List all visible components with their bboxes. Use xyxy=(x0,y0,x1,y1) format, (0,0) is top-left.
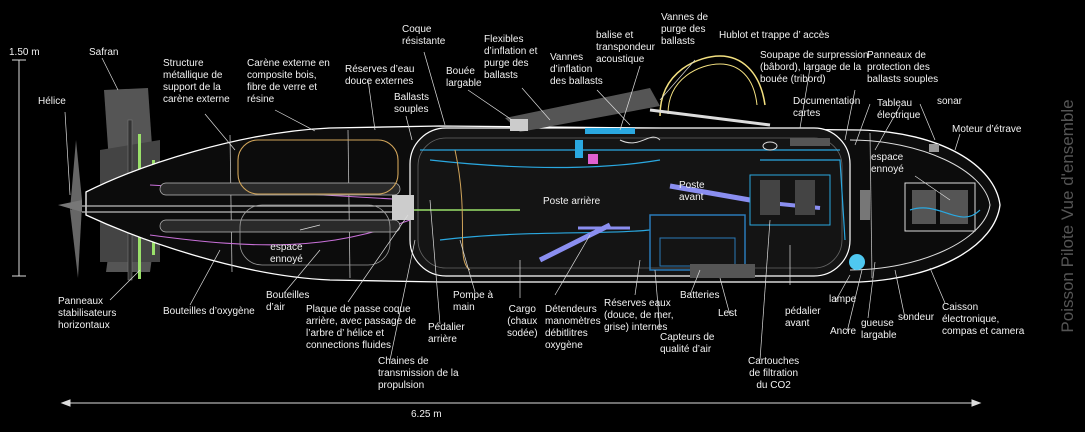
label-sonar: sonar xyxy=(937,96,963,107)
length-dimension xyxy=(60,399,982,407)
label-plaque: Plaque de passe coque arrière, avec pass… xyxy=(306,304,417,351)
label-espace-ennoye-arriere: espace ennoyé xyxy=(270,242,303,265)
label-bouteilles-oxygene: Bouteilles d’oxygène xyxy=(163,306,255,317)
label-sondeur: sondeur xyxy=(898,312,935,323)
label-carene: Carène externe en composite bois, fibre … xyxy=(247,58,330,105)
label-hublot: Hublot et trappe d’ accès xyxy=(719,30,830,41)
label-capteurs: Capteurs de qualité d’air xyxy=(660,332,715,355)
propeller xyxy=(58,140,82,278)
label-chaines: Chaines de transmission de la propulsion xyxy=(378,356,459,391)
label-cargo: Cargo (chaux sodée) xyxy=(507,304,538,339)
label-pompe: Pompe à main xyxy=(453,290,494,313)
oxygen-bottles xyxy=(159,182,401,233)
flooded-space-aft xyxy=(239,204,391,266)
label-batteries: Batteries xyxy=(680,290,720,301)
external-water-reserve xyxy=(237,139,399,195)
label-detendeurs: Détendeurs manomètres débitlitres oxygèn… xyxy=(545,304,601,351)
label-safran: Safran xyxy=(89,47,119,58)
label-soupape: Soupape de surpression (bâbord), largage… xyxy=(760,50,869,85)
hull-frames xyxy=(229,129,873,279)
label-poste-avant: Poste avant xyxy=(679,180,705,203)
leader-lines xyxy=(64,51,961,361)
label-tableau: Tableau électrique xyxy=(877,98,921,121)
label-pedalier-avant: pédalier avant xyxy=(785,306,821,329)
nose-section xyxy=(849,139,991,271)
label-coque: Coque résistante xyxy=(402,24,446,47)
label-balise: balise et transpondeur acoustique xyxy=(596,30,655,65)
label-moteur-etrave: Moteur d’étrave xyxy=(952,124,1022,135)
label-bouteilles-air: Bouteilles d’air xyxy=(266,290,310,313)
label-pedalier-arriere: Pédalier arrière xyxy=(428,322,465,345)
label-helice: Hélice xyxy=(38,96,66,107)
label-caisson: Caisson électronique, compas et camera xyxy=(942,302,1025,337)
label-structure: Structure métallique de support de la ca… xyxy=(163,58,230,105)
label-reserves-eaux: Réserves eaux (douce, de mer, grise) int… xyxy=(604,298,674,333)
label-espace-ennoye-avant: espace ennoyé xyxy=(871,152,904,175)
label-documentation: Documentation cartes xyxy=(793,96,861,119)
label-panneaux-protection: Panneaux de protection des ballasts soup… xyxy=(867,50,939,85)
label-lampe: lampe xyxy=(829,294,857,305)
label-vannes-purge: Vannes de purge des ballasts xyxy=(661,12,709,47)
label-vannes-inflation: Vannes d’inflation des ballasts xyxy=(550,52,603,87)
height-dimension xyxy=(12,59,26,277)
page-title: Poisson Pilote Vue d'ensemble xyxy=(1058,99,1077,333)
rear-plate xyxy=(392,195,414,220)
label-bouee: Bouée largable xyxy=(446,66,482,89)
label-panneaux-stab: Panneaux stabilisateurs horizontaux xyxy=(58,296,117,331)
hatch xyxy=(649,55,771,127)
height-label: 1.50 m xyxy=(9,47,40,58)
label-lest: Lest xyxy=(718,308,737,319)
label-gueuse: gueuse largable xyxy=(861,318,897,341)
label-reserves-douce-ext: Réserves d’eau douce externes xyxy=(345,64,415,87)
label-ballasts-souples: Ballasts souples xyxy=(394,92,430,115)
length-label: 6.25 m xyxy=(411,409,442,420)
ballast-plumbing xyxy=(505,88,661,164)
label-poste-arriere: Poste arrière xyxy=(543,196,601,207)
label-cartouches: Cartouches de filtration du CO2 xyxy=(748,356,800,391)
interior xyxy=(454,138,870,278)
label-flexibles: Flexibles d’inflation et purge des balla… xyxy=(484,34,538,81)
label-ancre: Ancre xyxy=(830,326,857,337)
